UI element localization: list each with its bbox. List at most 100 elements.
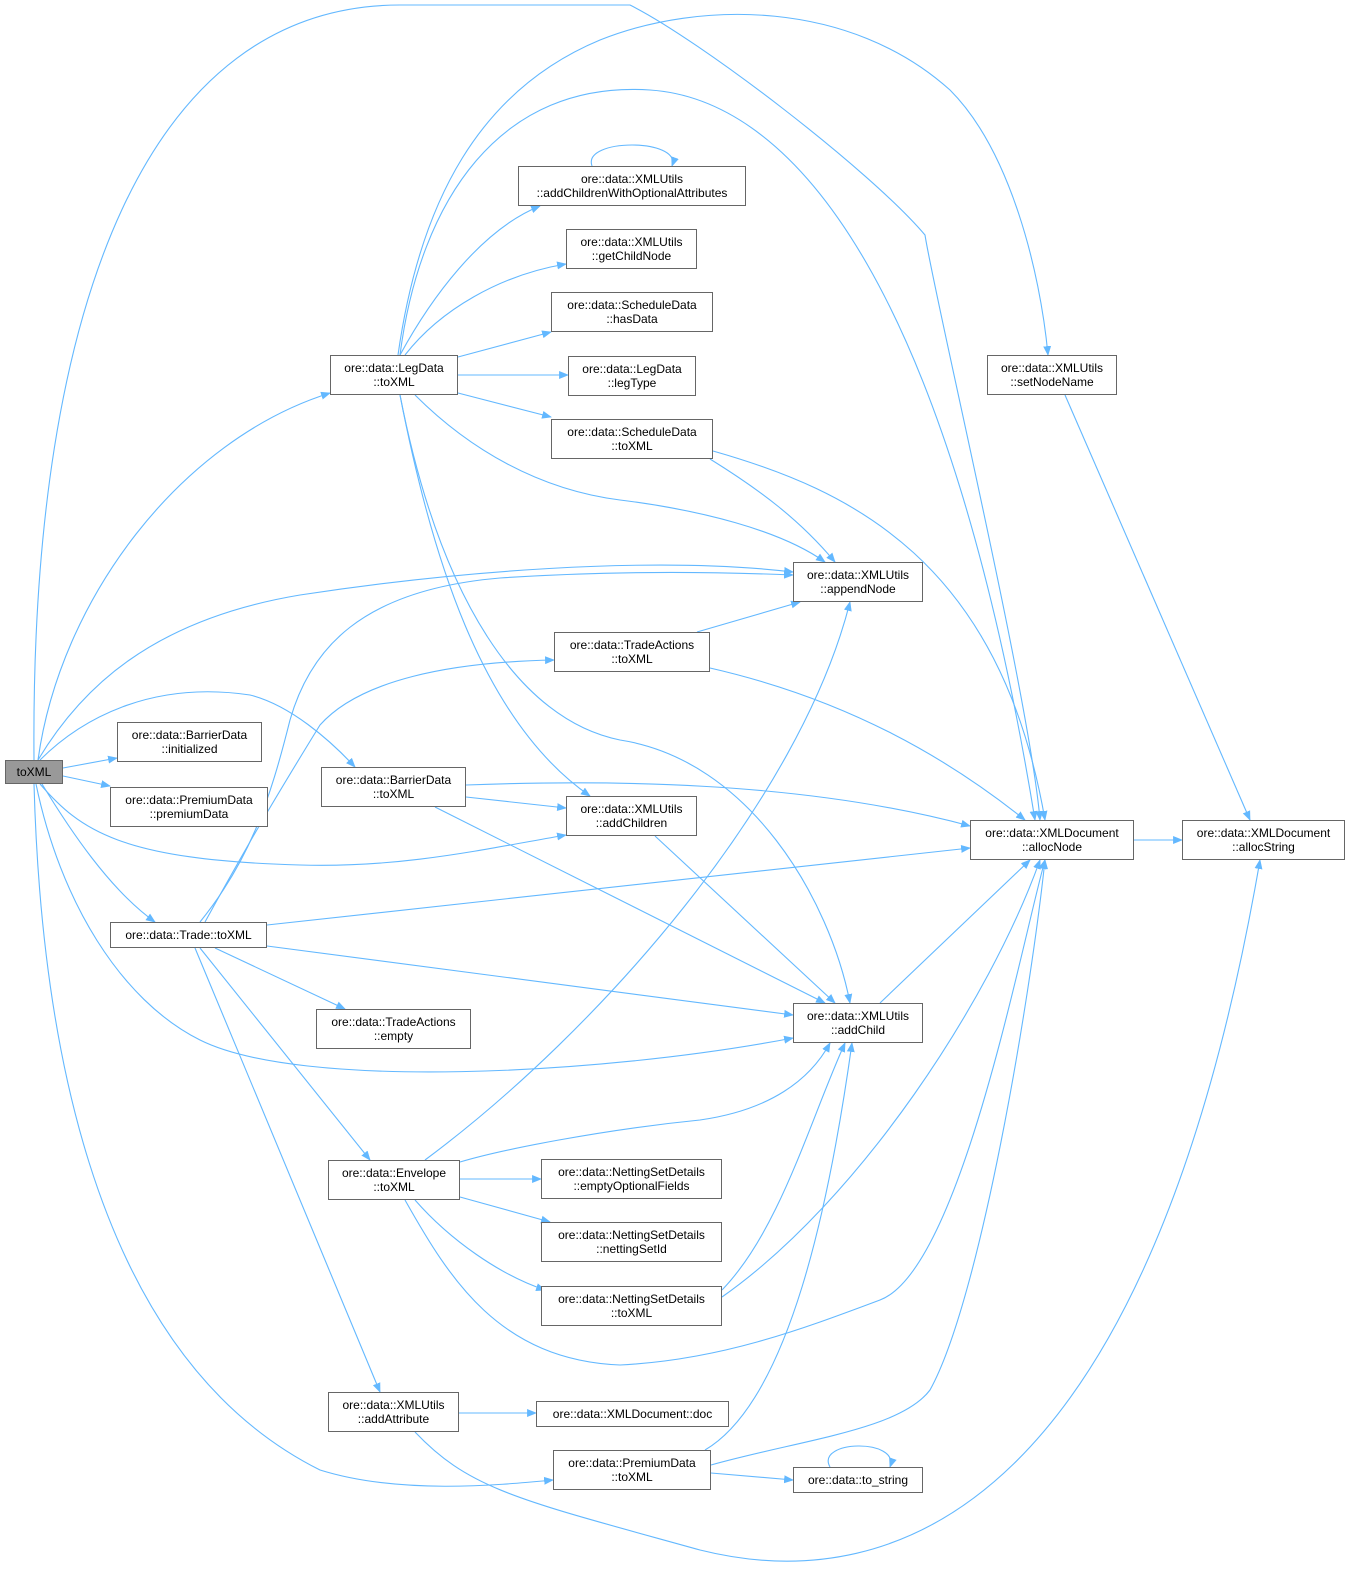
edge-root-barrier-toxml: [39, 691, 356, 768]
node-legdata-legtype[interactable]: ore::data::LegData::legType: [568, 356, 696, 396]
edge-trade-envelope: [199, 947, 371, 1161]
node-trade-toxml[interactable]: ore::data::Trade::toXML: [110, 922, 267, 948]
node-label: ::addAttribute: [357, 1412, 430, 1426]
edge-root-barrier-initialized: [62, 755, 118, 769]
edge-envelope-nettingsetid: [459, 1196, 551, 1224]
edge-root-legdata-toxml: [37, 391, 331, 761]
node-premium-toxml[interactable]: ore::data::PremiumData::toXML: [553, 1450, 711, 1490]
edge-root-premium-toxml: [33, 783, 554, 1487]
node-label: ::toXML: [373, 1180, 415, 1194]
node-label: ::addChild: [830, 1023, 886, 1037]
edge-barrier-addchild: [434, 806, 826, 1004]
node-label: ::toXML: [372, 787, 415, 801]
edge-netting-allocnode: [721, 859, 1041, 1298]
node-label: ore::data::NettingSetDetails: [558, 1228, 705, 1242]
node-xmlutils-appendnode[interactable]: ore::data::XMLUtils::appendNode: [793, 562, 923, 602]
edge-premium-tostring: [710, 1472, 794, 1484]
node-netting-emptyoptionalfields[interactable]: ore::data::NettingSetDetails::emptyOptio…: [541, 1159, 722, 1199]
node-label: ore::data::NettingSetDetails: [558, 1165, 705, 1179]
edge-legdata-addchild: [399, 394, 853, 1004]
edge-root-allocnode: [33, 4, 1044, 821]
node-barrier-toxml[interactable]: ore::data::BarrierData::toXML: [321, 767, 466, 807]
node-label: ore::data::PremiumData: [568, 1456, 696, 1470]
edge-premium-allocnode: [710, 859, 1048, 1466]
edge-legdata-addchildrenwithoptionalattributes: [399, 205, 541, 356]
node-xmldoc-allocnode[interactable]: ore::data::XMLDocument::allocNode: [970, 820, 1134, 860]
node-label: ::toXML: [611, 439, 653, 453]
edge-envelope-netting-toxml: [414, 1199, 546, 1291]
node-label: ore::data::XMLDocument::doc: [552, 1407, 713, 1421]
edge-root-appendnode: [37, 564, 794, 761]
edge-tostring-self: [827, 1445, 897, 1468]
node-label: ore::data::XMLDocument: [1196, 826, 1331, 840]
node-premium-premiumdata[interactable]: ore::data::PremiumData::premiumData: [110, 787, 268, 827]
node-schedule-toxml[interactable]: ore::data::ScheduleData::toXML: [551, 419, 713, 459]
node-xmldoc-doc[interactable]: ore::data::XMLDocument::doc: [536, 1401, 729, 1427]
node-label: ::addChildren: [595, 816, 668, 830]
node-tradeactions-toxml[interactable]: ore::data::TradeActions::toXML: [554, 632, 710, 672]
node-label: ore::data::PremiumData: [125, 793, 253, 807]
node-label: ore::data::XMLDocument: [985, 826, 1119, 840]
node-xmlutils-getchildnode[interactable]: ore::data::XMLUtils::getChildNode: [566, 229, 697, 269]
node-label: ore::data::XMLUtils: [1000, 361, 1104, 375]
edge-trade-addchild: [266, 945, 794, 1018]
node-barrier-initialized[interactable]: ore::data::BarrierData::initialized: [117, 722, 262, 762]
edge-legdata-addchildren: [399, 394, 591, 797]
node-schedule-hasdata[interactable]: ore::data::ScheduleData::hasData: [551, 292, 713, 332]
node-label: ::allocString: [1232, 840, 1295, 854]
node-xmlutils-addchildren[interactable]: ore::data::XMLUtils::addChildren: [566, 796, 697, 836]
node-xmlutils-addchild[interactable]: ore::data::XMLUtils::addChild: [793, 1003, 923, 1043]
node-label: ore::data::XMLUtils: [580, 802, 683, 816]
edge-root-trade-toxml: [41, 783, 156, 923]
node-label: toXML: [16, 765, 52, 779]
node-label: ore::data::XMLUtils: [806, 568, 910, 582]
node-label: ore::data::TradeActions: [569, 638, 695, 652]
node-label: ::toXML: [611, 1470, 653, 1484]
edge-tradeactions-allocnode: [709, 667, 1026, 821]
edge-addattribute-allocstring: [414, 859, 1263, 1562]
node-netting-nettingsetid[interactable]: ore::data::NettingSetDetails::nettingSet…: [541, 1222, 722, 1262]
node-label: ore::data::ScheduleData: [567, 298, 697, 312]
edge-addchild-allocnode: [879, 859, 1031, 1004]
node-label: ore::data::TradeActions: [331, 1015, 456, 1029]
node-label: ore::data::XMLUtils: [580, 172, 684, 186]
node-xmlutils-addattribute[interactable]: ore::data::XMLUtils::addAttribute: [328, 1392, 459, 1432]
node-label: ::toXML: [611, 652, 653, 666]
edge-legdata-setnodename: [397, 13, 1052, 356]
edge-envelope-addchild: [459, 1042, 831, 1163]
node-label: ::empty: [373, 1029, 414, 1043]
node-root-toxml[interactable]: toXML: [5, 760, 63, 784]
edge-legdata-schedule-toxml: [457, 392, 552, 419]
node-to-string[interactable]: ore::data::to_string: [793, 1467, 923, 1493]
edge-addchildrenwithoptional-self: [590, 144, 679, 167]
edge-envelope-appendnode: [424, 601, 852, 1161]
node-label: ::emptyOptionalFields: [573, 1179, 690, 1193]
node-envelope-toxml[interactable]: ore::data::Envelope::toXML: [328, 1160, 460, 1200]
edge-legdata-appendnode: [414, 394, 826, 563]
edge-root-addchildren: [39, 783, 567, 866]
node-label: ::allocNode: [1021, 840, 1083, 854]
edge-trade-appendnode: [199, 570, 794, 923]
node-label: ::getChildNode: [591, 249, 672, 263]
node-xmldoc-allocstring[interactable]: ore::data::XMLDocument::allocString: [1182, 820, 1345, 860]
node-legdata-toxml[interactable]: ore::data::LegData::toXML: [330, 355, 458, 395]
edge-envelope-allocnode: [404, 859, 1047, 1366]
edge-root-addchild: [35, 783, 794, 1073]
node-label: ::hasData: [606, 312, 658, 326]
edge-root-premium-premiumdata: [62, 775, 111, 789]
node-label: ::initialized: [161, 742, 218, 756]
edge-trade-allocnode: [266, 845, 971, 926]
node-label: ore::data::BarrierData: [131, 728, 248, 742]
edge-setnodename-allocstring: [1064, 394, 1251, 821]
node-xmlutils-addchildrenwithoptionalattributes[interactable]: ore::data::XMLUtils::addChildrenWithOpti…: [518, 166, 746, 206]
node-label: ::appendNode: [820, 582, 896, 596]
node-tradeactions-empty[interactable]: ore::data::TradeActions::empty: [316, 1009, 471, 1049]
edge-schedule-appendnode: [709, 458, 836, 563]
node-xmlutils-setnodename[interactable]: ore::data::XMLUtils::setNodeName: [987, 355, 1117, 395]
node-netting-toxml[interactable]: ore::data::NettingSetDetails::toXML: [541, 1286, 722, 1326]
edge-tradeactions-appendnode: [696, 600, 801, 633]
node-label: ::toXML: [610, 1306, 653, 1320]
edge-trade-tradeactions-toxml: [204, 656, 555, 923]
node-label: ore::data::XMLUtils: [580, 235, 683, 249]
